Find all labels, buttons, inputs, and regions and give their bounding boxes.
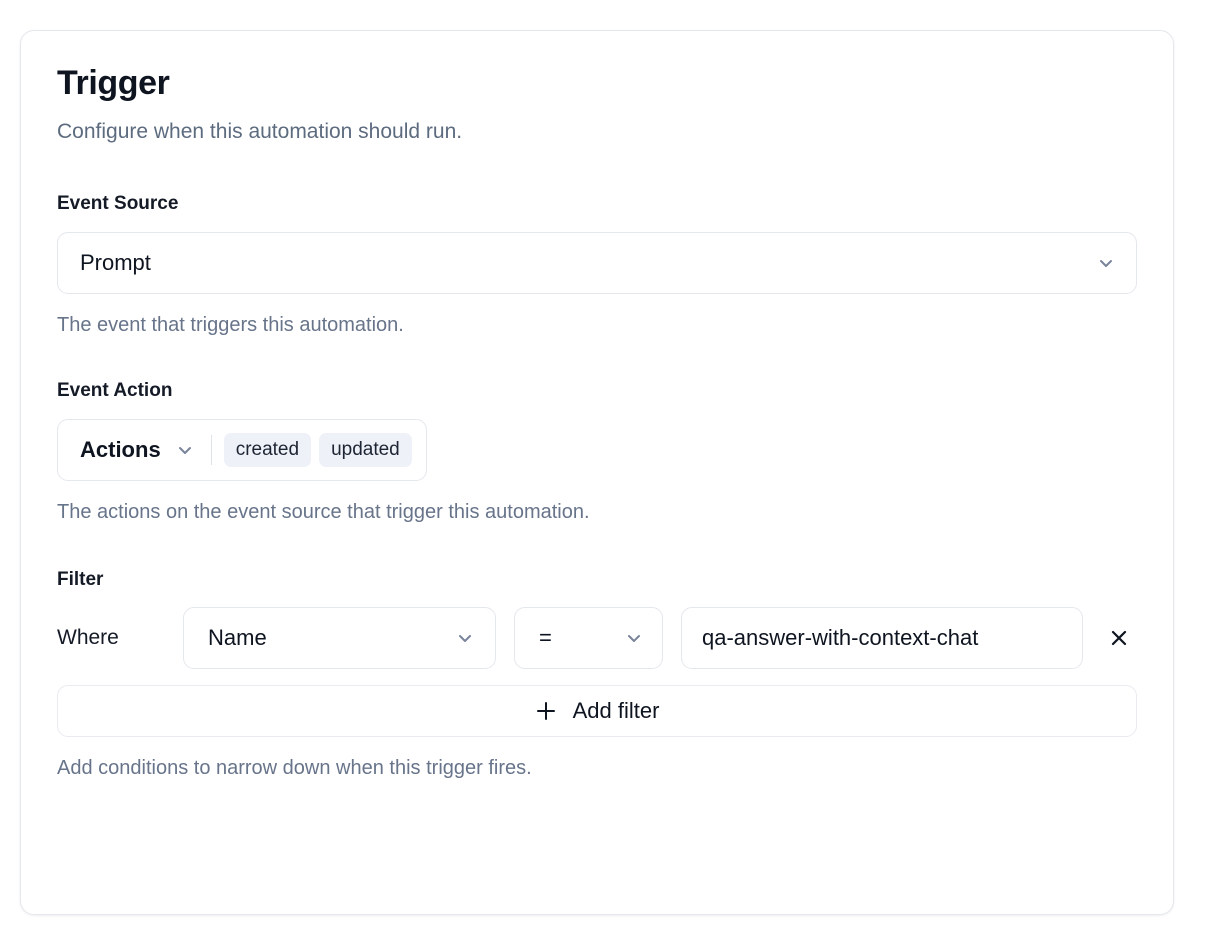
filter-field-select[interactable]: Name [183, 607, 496, 670]
page-subtitle: Configure when this automation should ru… [57, 119, 463, 143]
event-source-section: Event Source Prompt The event that trigg… [57, 193, 1137, 338]
event-action-section: Event Action Actions created updated The… [57, 380, 1137, 525]
chevron-down-icon [455, 628, 475, 648]
remove-filter-button[interactable] [1099, 618, 1139, 658]
event-source-helper: The event that triggers this automation. [57, 313, 404, 336]
event-source-value: Prompt [80, 249, 151, 275]
filter-row: Where Name = [57, 607, 1139, 670]
event-source-select[interactable]: Prompt [57, 231, 1137, 294]
filter-operator-select[interactable]: = [514, 607, 663, 670]
filter-helper: Add conditions to narrow down when this … [57, 757, 532, 780]
event-action-dropdown-label: Actions [80, 436, 161, 462]
filter-operator-value: = [539, 625, 552, 651]
event-action-label: Event Action [57, 379, 173, 401]
filter-field-value: Name [208, 625, 267, 651]
filter-value-input[interactable] [681, 607, 1083, 670]
event-source-label: Event Source [57, 193, 179, 215]
event-action-dropdown-trigger[interactable]: Actions [80, 437, 211, 463]
filter-where-label: Where [57, 626, 119, 650]
chevron-down-icon [624, 628, 644, 648]
chevron-down-icon [1096, 253, 1116, 273]
close-icon [1107, 626, 1131, 650]
page-title: Trigger [57, 64, 170, 102]
add-filter-button[interactable]: Add filter [57, 685, 1137, 738]
plus-icon [535, 700, 557, 722]
chevron-down-icon [175, 440, 195, 460]
add-filter-label: Add filter [572, 698, 660, 724]
filter-label: Filter [57, 568, 104, 590]
trigger-card: Trigger Configure when this automation s… [20, 30, 1174, 915]
event-action-combo: Actions created updated [57, 418, 427, 481]
event-action-chip[interactable]: created [223, 432, 312, 467]
combo-divider [210, 434, 212, 465]
filter-section: Filter Where Name = [57, 569, 1137, 782]
event-action-chip[interactable]: updated [319, 432, 412, 467]
event-action-helper: The actions on the event source that tri… [57, 500, 590, 523]
event-action-chip-list: created updated [223, 432, 412, 467]
